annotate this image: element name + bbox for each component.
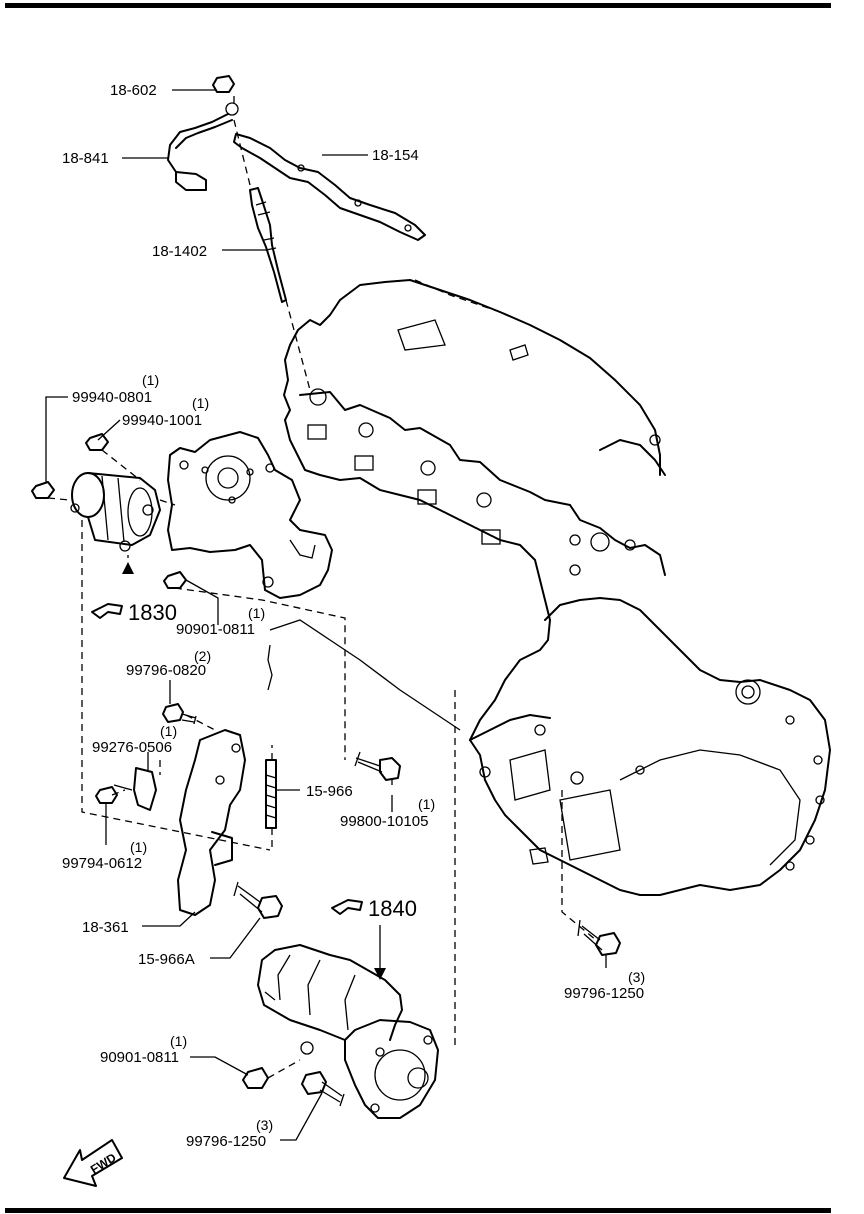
- qty-99276-0506: (1): [160, 723, 177, 739]
- nut-18-602-shape: [212, 75, 235, 93]
- label-99794-0612: 99794-0612: [62, 855, 142, 872]
- reference-callout-1840[interactable]: 1840: [331, 896, 417, 921]
- label-18-1402: 18-1402: [152, 243, 207, 260]
- fwd-direction-arrow: FWD: [63, 1139, 123, 1187]
- fwd-arrow-icon: [63, 1139, 123, 1187]
- glow-plug-shape: [249, 187, 287, 303]
- assembly-dashed-lines: [47, 96, 597, 1079]
- label-18-154: 18-154: [372, 147, 419, 164]
- alternator-mount-bracket: [167, 431, 333, 599]
- hand-pointer-icon: [91, 603, 123, 619]
- reference-callout-1830[interactable]: 1830: [91, 600, 177, 625]
- engine-block: [267, 279, 666, 741]
- connecting-plate-shape: [233, 133, 426, 241]
- qty-99940-1001: (1): [192, 395, 209, 411]
- qty-99940-0801: (1): [142, 372, 159, 388]
- leader-lines: [45, 89, 607, 1141]
- label-99276-0506: 99276-0506: [92, 739, 172, 756]
- label-15-966: 15-966: [306, 783, 353, 800]
- label-99796-1250-right: 99796-1250: [564, 985, 644, 1002]
- top-border-rule: [5, 3, 831, 8]
- qty-99794-0612: (1): [130, 839, 147, 855]
- qty-90901-0811-upper: (1): [248, 605, 265, 621]
- label-99940-0801: 99940-0801: [72, 389, 152, 406]
- label-15-966A: 15-966A: [138, 951, 195, 968]
- ref-1830[interactable]: 1830: [128, 600, 177, 625]
- harness-wire-shape: [167, 113, 229, 173]
- bottom-border-rule: [5, 1208, 831, 1213]
- glow-plug-harness-parts: [167, 75, 426, 303]
- label-99940-1001: 99940-1001: [122, 412, 202, 429]
- starter-arrow-icon: [374, 968, 386, 980]
- transmission-housing: [469, 597, 831, 896]
- part-labels: 18-602 18-841 18-154 18-1402 (1) 99940-0…: [62, 82, 645, 1150]
- qty-99800-10105: (1): [418, 796, 435, 812]
- label-90901-0811-lower: 90901-0811: [100, 1049, 179, 1066]
- qty-99796-0820: (2): [194, 648, 211, 664]
- terminal-ring-icon: [225, 102, 239, 116]
- label-18-841: 18-841: [62, 150, 109, 167]
- ref-1840[interactable]: 1840: [368, 896, 417, 921]
- qty-99796-1250-right: (3): [628, 969, 645, 985]
- label-99796-1250-lower: 99796-1250: [186, 1133, 266, 1150]
- harness-connector-icon: [175, 171, 207, 191]
- label-99800-10105: 99800-10105: [340, 813, 428, 830]
- alternator-arrow-icon: [122, 562, 134, 574]
- label-99796-0820: 99796-0820: [126, 662, 206, 679]
- alternator: [70, 472, 161, 552]
- label-90901-0811-upper: 90901-0811: [176, 621, 255, 638]
- qty-99796-1250-lower: (3): [256, 1117, 273, 1133]
- label-18-602: 18-602: [110, 82, 157, 99]
- hand-pointer-icon: [331, 899, 363, 915]
- label-18-361: 18-361: [82, 919, 129, 936]
- qty-90901-0811-lower: (1): [170, 1033, 187, 1049]
- starter-motor: [257, 944, 439, 1119]
- fasteners: [31, 433, 621, 1107]
